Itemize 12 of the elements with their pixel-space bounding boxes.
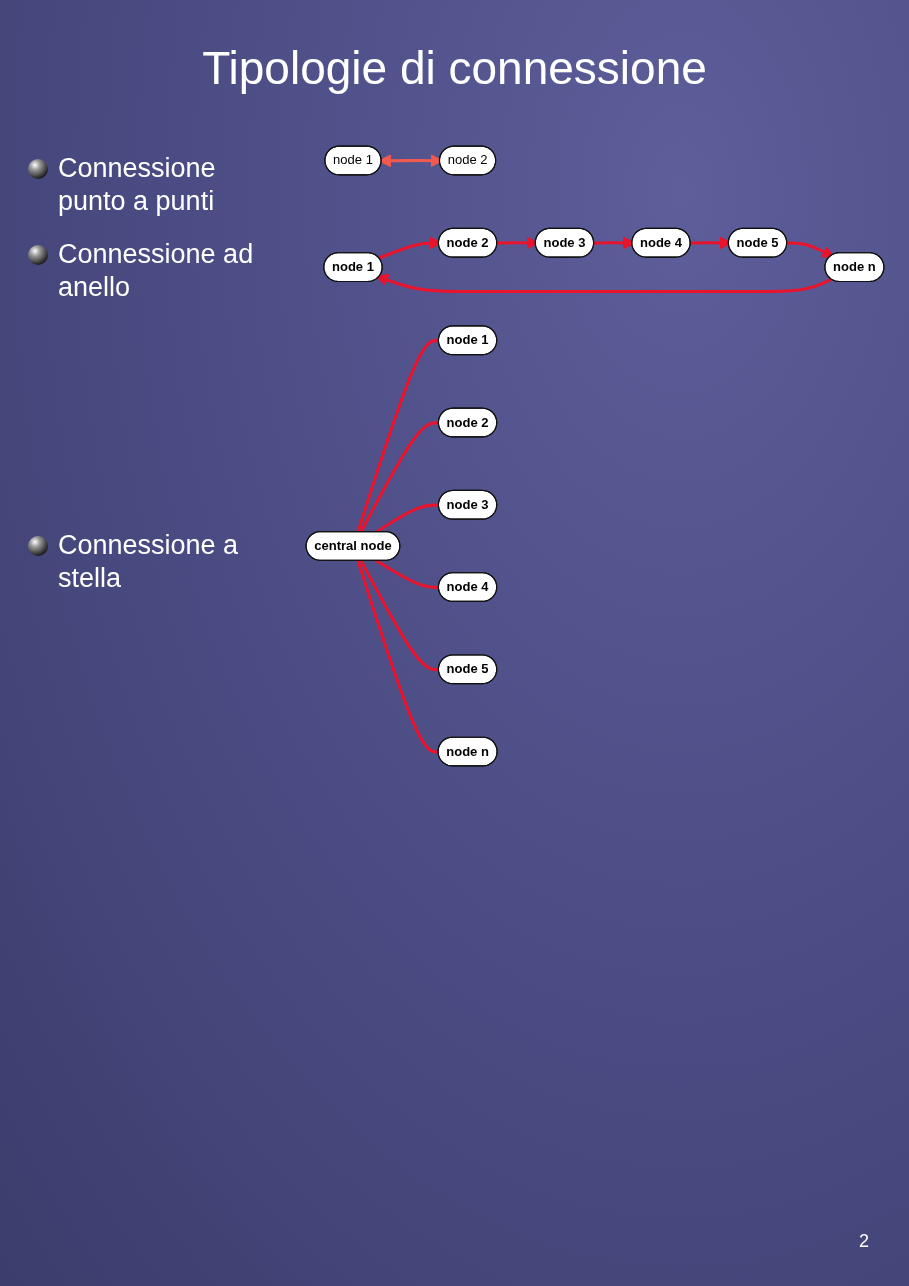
connector: [356, 339, 439, 533]
connector: [359, 421, 439, 533]
connector: [359, 559, 439, 672]
arrow: [787, 241, 835, 258]
slide-title: Tipologie di connessione: [201, 41, 708, 96]
bullet-text: Connessione a stella: [58, 528, 240, 595]
arrow: [375, 273, 833, 294]
connector: [356, 560, 439, 754]
page-number: 2: [859, 1231, 869, 1252]
connector: [375, 559, 439, 589]
bullet-text: Connessione ad anello: [58, 237, 255, 304]
bullet-text: Connessione punto a punti: [58, 152, 217, 218]
